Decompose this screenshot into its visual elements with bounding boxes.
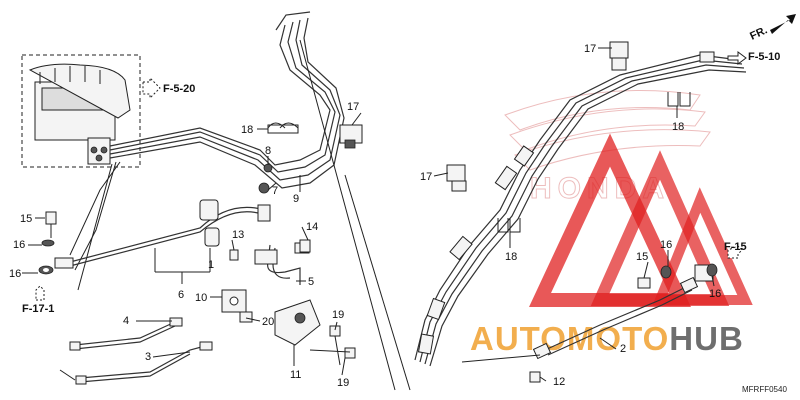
ref-f-15[interactable]: F-15 <box>724 241 747 259</box>
leader-line-diagonal <box>299 39 396 391</box>
callout-16-right-a: 16 <box>660 239 672 251</box>
callout-19-top: 19 <box>332 309 344 321</box>
callout-5: 5 <box>308 276 314 288</box>
clamp-18-right-top <box>667 92 691 107</box>
callout-15-left: 15 <box>20 213 32 225</box>
pipes-lower-left <box>59 317 213 385</box>
brand-text-auto: AUTO <box>470 320 567 357</box>
leader-line-diagonal-2 <box>344 174 411 391</box>
ref-f-5-10[interactable]: F-5-10 <box>727 51 780 65</box>
callouts: 6 1 2 3 4 5 7 8 9 10 11 12 13 14 15 15 1… <box>9 43 721 389</box>
valve-11 <box>221 239 356 366</box>
callout-18-right-mid: 18 <box>505 251 517 263</box>
callout-17-right-mid: 17 <box>420 171 432 183</box>
abs-modulator-box <box>21 54 141 168</box>
callout-1: 1 <box>208 259 214 271</box>
callout-4: 4 <box>123 315 129 327</box>
callout-12: 12 <box>553 376 565 388</box>
brand-text-moto: MOTO <box>567 320 669 357</box>
ref-f-17-1[interactable]: F-17-1 <box>22 285 54 315</box>
bolts-7-8 <box>258 163 273 194</box>
diagram-code: MFRFF0540 <box>742 385 787 394</box>
ref-f-5-10-label: F-5-10 <box>748 51 780 63</box>
callout-16-right-b: 16 <box>709 288 721 300</box>
clamp-17-right-mid <box>446 164 467 192</box>
callout-18-right-top: 18 <box>672 121 684 133</box>
clamp-17-left <box>339 124 363 149</box>
callout-14: 14 <box>306 221 318 233</box>
callout-7: 7 <box>272 185 278 197</box>
callout-15-right: 15 <box>636 251 648 263</box>
front-arrow-label: FR. <box>748 24 769 42</box>
callout-18-left: 18 <box>241 124 253 136</box>
clamp-18-right-mid <box>497 218 521 233</box>
ref-f-15-label: F-15 <box>724 241 747 253</box>
watermark: HONDA AUTOMOTOHUB <box>470 90 753 357</box>
front-arrow: FR. <box>748 14 796 43</box>
brake-pipes-right <box>414 51 747 367</box>
callout-2: 2 <box>620 343 626 355</box>
callout-17-left: 17 <box>347 101 359 113</box>
callout-6: 6 <box>178 289 184 301</box>
ref-f-5-20[interactable]: F-5-20 <box>142 76 195 100</box>
clamp-18-left <box>267 122 299 134</box>
bolt-15-left <box>38 211 57 275</box>
callout-16-left-b: 16 <box>9 268 21 280</box>
callout-16-left-a: 16 <box>13 239 25 251</box>
callout-13: 13 <box>232 229 244 241</box>
clamp-17-right-top <box>609 41 629 71</box>
callout-9: 9 <box>293 193 299 205</box>
callout-3: 3 <box>145 351 151 363</box>
callout-19-bottom: 19 <box>337 377 349 389</box>
callout-8: 8 <box>265 145 271 157</box>
brand-text: AUTOMOTOHUB <box>470 320 744 357</box>
callout-20: 20 <box>262 316 274 328</box>
ref-f-5-20-label: F-5-20 <box>163 83 195 95</box>
brand-text-hub: HUB <box>669 320 744 357</box>
ref-f-17-1-label: F-17-1 <box>22 303 54 315</box>
callout-17-right-top: 17 <box>584 43 596 55</box>
callout-11: 11 <box>290 369 301 381</box>
callout-10: 10 <box>195 292 207 304</box>
